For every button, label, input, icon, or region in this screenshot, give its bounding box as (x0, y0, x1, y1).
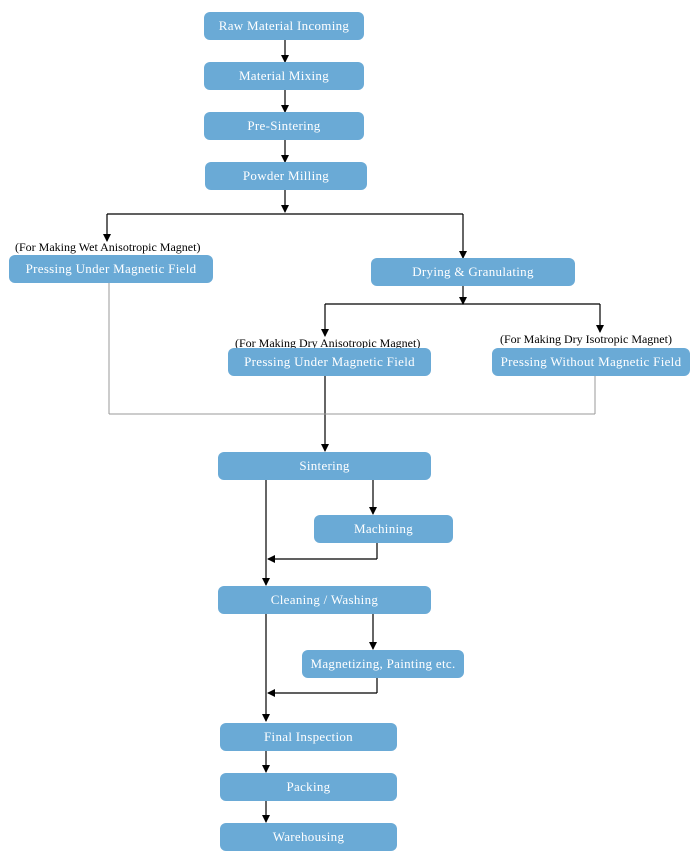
step-material-mixing: Material Mixing (204, 62, 364, 90)
step-label: Sintering (299, 458, 350, 473)
note-dry-isotropic: (For Making Dry Isotropic Magnet) (500, 332, 672, 346)
step-label: Pressing Under Magnetic Field (244, 354, 415, 369)
step-drying-granulating: Drying & Granulating (371, 258, 575, 286)
step-machining: Machining (314, 515, 453, 543)
step-warehousing: Warehousing (220, 823, 397, 851)
step-label: Pre-Sintering (247, 118, 321, 133)
step-label: Pressing Without Magnetic Field (500, 354, 682, 369)
step-pressing-dry-anisotropic: Pressing Under Magnetic Field (228, 348, 431, 376)
step-label: Powder Milling (242, 168, 330, 183)
note-dry-anisotropic: (For Making Dry Anisotropic Magnet) (235, 336, 421, 350)
step-pre-sintering: Pre-Sintering (204, 112, 364, 140)
step-powder-milling: Powder Milling (205, 162, 367, 190)
step-sintering: Sintering (218, 452, 431, 480)
step-label: Machining (353, 521, 414, 536)
step-raw-material-incoming: Raw Material Incoming (204, 12, 364, 40)
step-label: Packing (286, 779, 331, 794)
step-label: Material Mixing (238, 68, 330, 83)
step-packing: Packing (220, 773, 397, 801)
note-wet-anisotropic: (For Making Wet Anisotropic Magnet) (15, 240, 201, 254)
step-label: Final Inspection (264, 729, 353, 744)
step-label: Raw Material Incoming (218, 18, 350, 33)
step-label: Cleaning / Washing (270, 592, 379, 607)
step-pressing-wet: Pressing Under Magnetic Field (9, 255, 213, 283)
step-pressing-dry-isotropic: Pressing Without Magnetic Field (492, 348, 690, 376)
step-magnetizing-painting: Magnetizing, Painting etc. (302, 650, 464, 678)
step-label: Warehousing (272, 829, 345, 844)
step-label: Drying & Granulating (412, 264, 534, 279)
step-label: Pressing Under Magnetic Field (25, 261, 197, 276)
step-cleaning-washing: Cleaning / Washing (218, 586, 431, 614)
step-label: Magnetizing, Painting etc. (310, 656, 456, 671)
step-final-inspection: Final Inspection (220, 723, 397, 751)
